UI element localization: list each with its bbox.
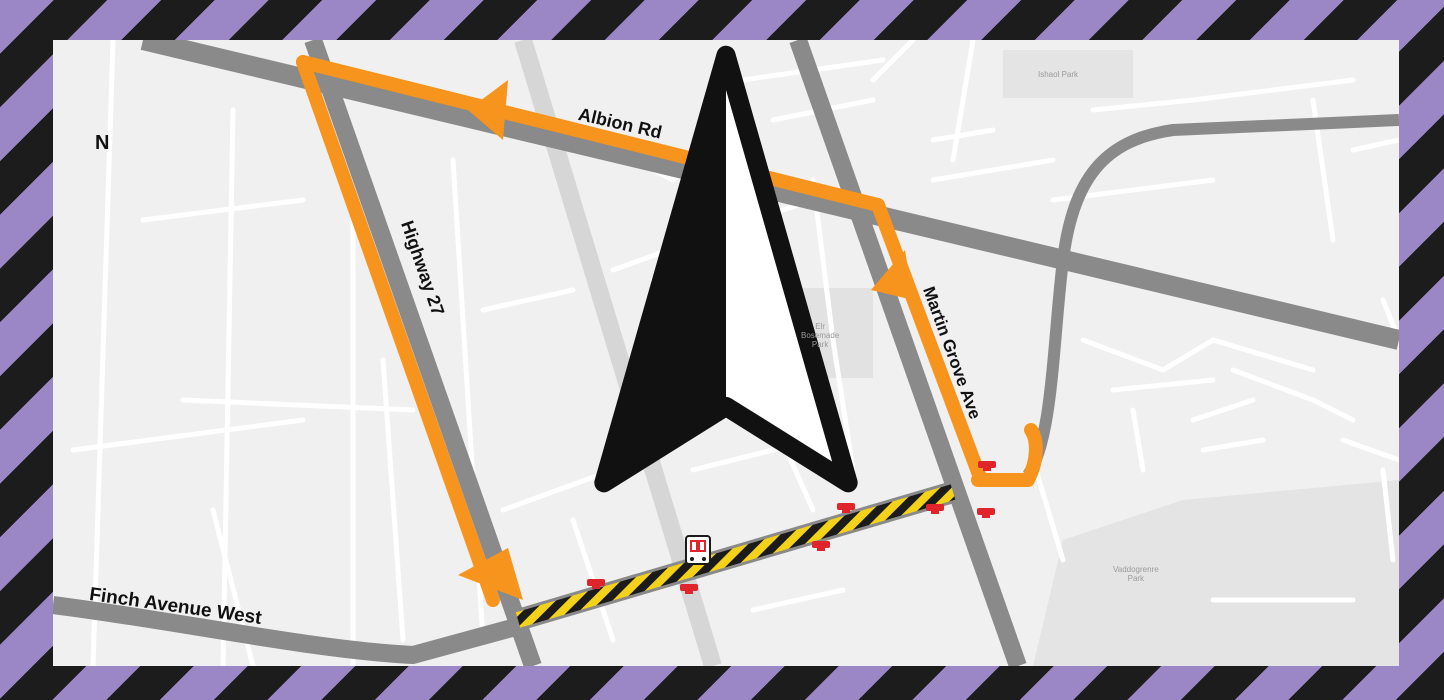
north-label: N bbox=[95, 132, 110, 154]
detour-map: N Ishaol Park Elr Bosemade Park Vaddogre… bbox=[53, 40, 1399, 666]
park-label: Vaddogrenre Park bbox=[1113, 565, 1159, 583]
park-area bbox=[1033, 480, 1399, 666]
park-area bbox=[1003, 50, 1133, 98]
park-label: Elr Bosemade Park bbox=[801, 322, 840, 349]
bus-icon bbox=[685, 535, 711, 565]
detour-arrows bbox=[458, 80, 913, 600]
park-label: Ishaol Park bbox=[1038, 70, 1079, 79]
north-arrow-icon bbox=[594, 45, 858, 493]
map-canvas bbox=[53, 40, 1399, 666]
detour-route bbox=[296, 55, 1043, 607]
bus-stop-icon bbox=[587, 461, 996, 594]
road-closure-segment bbox=[515, 484, 956, 628]
minor-streets bbox=[70, 40, 1399, 666]
